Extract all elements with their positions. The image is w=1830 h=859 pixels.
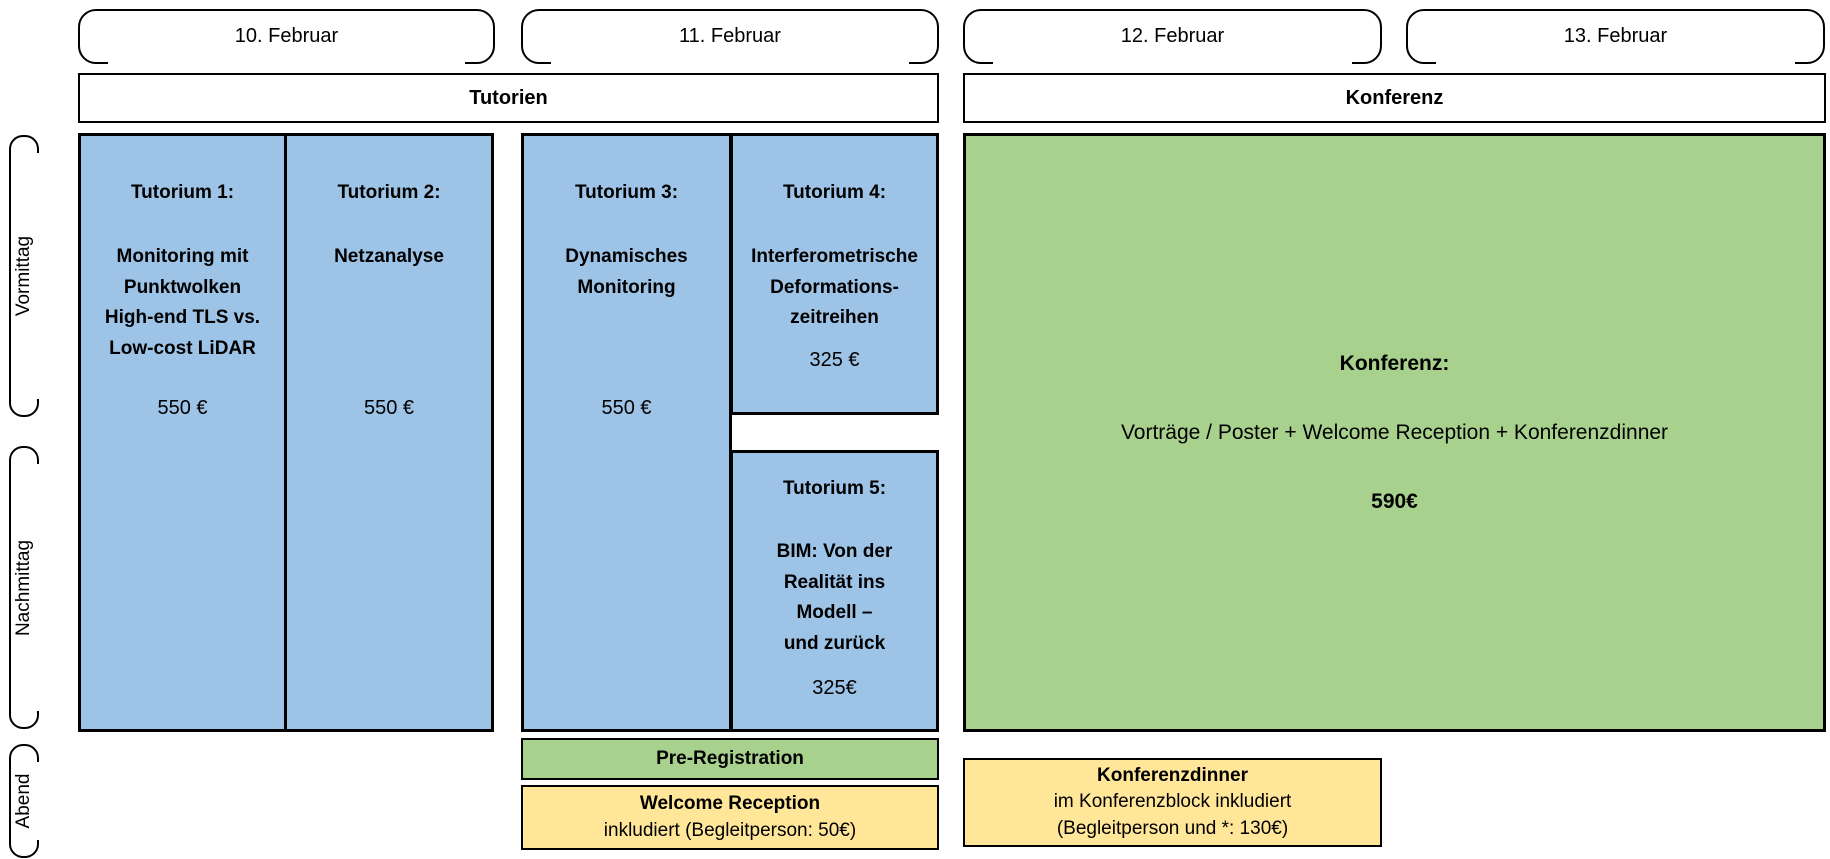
welcome-reception-note: inkludiert (Begleitperson: 50€)	[603, 819, 857, 841]
konferenzdinner-note-2: (Begleitperson und *: 130€)	[1056, 817, 1289, 839]
conference-price: 590€	[1371, 489, 1418, 513]
tutorial-1-price: 550 €	[157, 397, 208, 419]
tutorial-2-box: Tutorium 2: Netzanalyse 550 €	[284, 133, 494, 732]
date-label-feb10: 10. Februar	[234, 25, 339, 47]
tutorial-3-topic: Dynamisches Monitoring	[565, 246, 688, 298]
time-bracket-nachmittag: Nachmittag	[9, 446, 39, 729]
welcome-reception-bar: Welcome Reception inkludiert (Begleitper…	[521, 785, 939, 850]
time-bracket-vormittag: Vormittag	[9, 135, 39, 417]
tutorial-2-topic: Netzanalyse	[334, 246, 444, 268]
date-bracket-feb11: 11. Februar	[521, 9, 939, 64]
tutorial-4-price: 325 €	[809, 349, 860, 371]
tutorial-1-topic: Monitoring mit Punktwolken High-end TLS …	[104, 246, 261, 359]
time-label-nachmittag: Nachmittag	[13, 539, 34, 636]
konferenzdinner-title: Konferenzdinner	[1097, 764, 1248, 786]
tutorial-5-topic: BIM: Von der Realität ins Modell – und z…	[776, 541, 893, 654]
time-bracket-abend: Abend	[9, 744, 39, 858]
section-header-tutorien-label: Tutorien	[469, 86, 548, 109]
konferenzdinner-note-1: im Konferenzblock inkludiert	[1053, 791, 1292, 813]
date-label-feb13: 13. Februar	[1563, 25, 1668, 47]
tutorial-1-title: Tutorium 1:	[130, 182, 235, 203]
time-label-vormittag: Vormittag	[13, 235, 34, 317]
date-label-feb12: 12. Februar	[1120, 25, 1225, 47]
pre-registration-label: Pre-Registration	[656, 747, 804, 769]
tutorial-5-box: Tutorium 5: BIM: Von der Realität ins Mo…	[730, 450, 939, 732]
time-label-abend: Abend	[13, 773, 34, 829]
konferenzdinner-bar: Konferenzdinner im Konferenzblock inklud…	[963, 758, 1382, 847]
tutorial-4-box: Tutorium 4: Interferometrische Deformati…	[730, 133, 939, 415]
tutorial-5-price: 325€	[812, 677, 857, 699]
tutorial-4-title: Tutorium 4:	[782, 182, 887, 203]
conference-details: Vorträge / Poster + Welcome Reception + …	[1120, 420, 1669, 444]
date-bracket-feb10: 10. Februar	[78, 9, 495, 64]
welcome-reception-title: Welcome Reception	[639, 792, 821, 814]
conference-box: Konferenz: Vorträge / Poster + Welcome R…	[963, 133, 1826, 732]
tutorial-5-title: Tutorium 5:	[782, 478, 887, 499]
tutorial-3-title: Tutorium 3:	[574, 182, 679, 203]
tutorial-1-box: Tutorium 1: Monitoring mit Punktwolken H…	[78, 133, 287, 732]
tutorial-3-price: 550 €	[601, 397, 652, 419]
tutorial-4-topic: Interferometrische Deformations- zeitrei…	[751, 246, 918, 329]
pre-registration-bar: Pre-Registration	[521, 738, 939, 780]
tutorial-2-price: 550 €	[363, 397, 415, 419]
section-header-konferenz-label: Konferenz	[1345, 86, 1444, 109]
date-label-feb11: 11. Februar	[679, 25, 781, 47]
section-header-konferenz: Konferenz	[963, 73, 1826, 123]
tutorial-2-title: Tutorium 2:	[337, 182, 441, 203]
section-header-tutorien: Tutorien	[78, 73, 939, 123]
date-bracket-feb12: 12. Februar	[963, 9, 1382, 64]
date-bracket-feb13: 13. Februar	[1406, 9, 1825, 64]
conference-title: Konferenz:	[1339, 351, 1450, 375]
tutorial-3-box: Tutorium 3: Dynamisches Monitoring 550 €	[521, 133, 732, 732]
